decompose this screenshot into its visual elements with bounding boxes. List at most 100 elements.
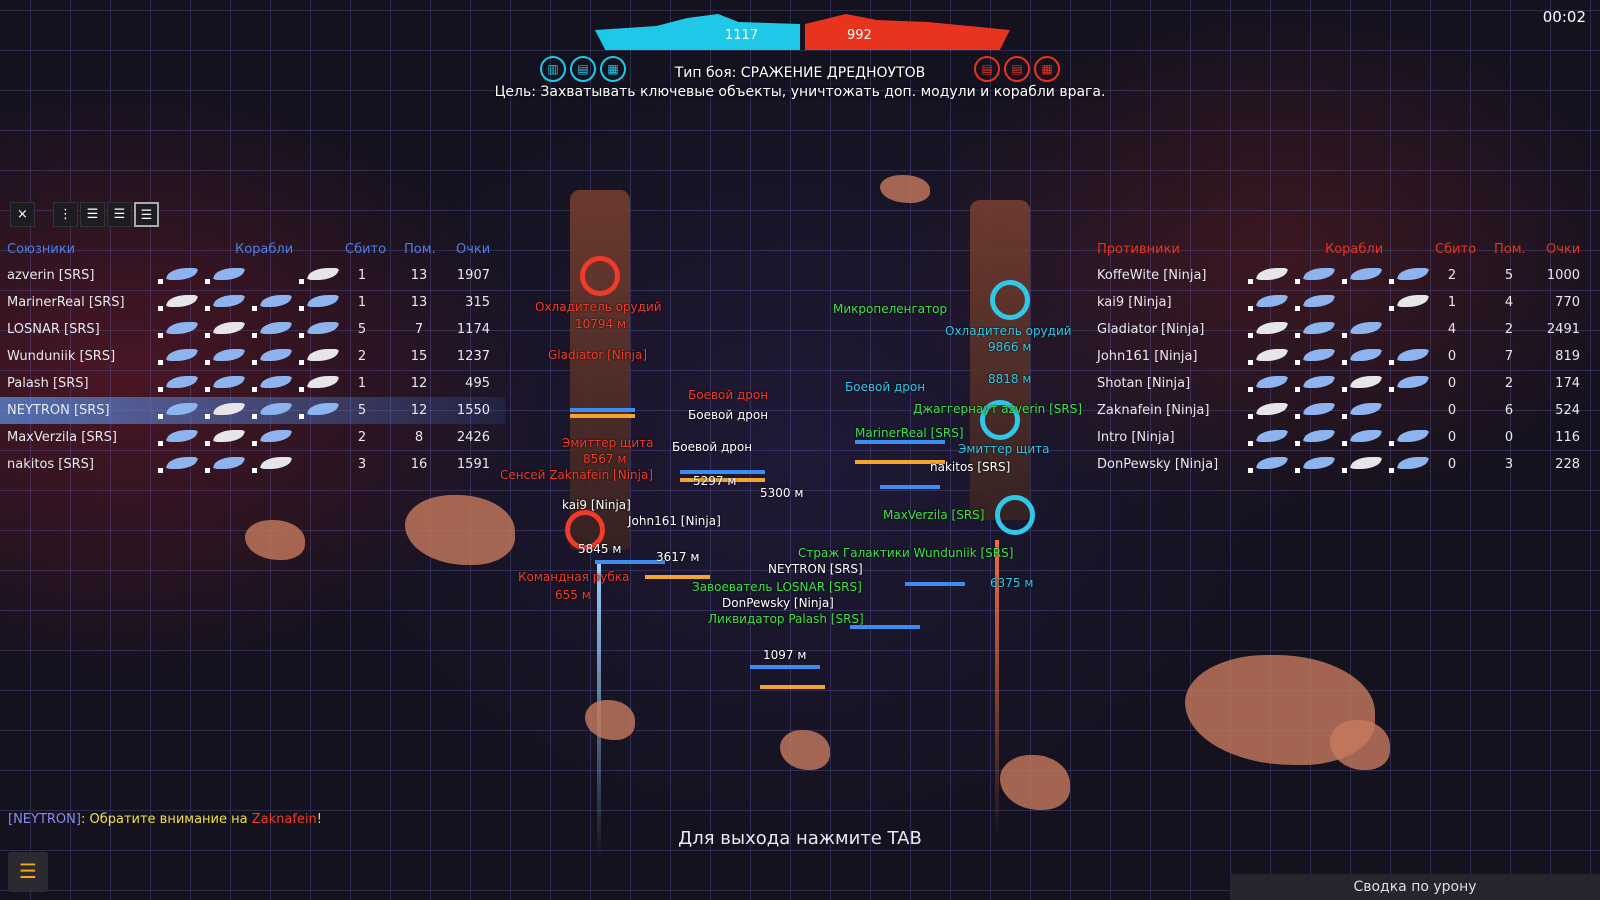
player-row[interactable]: kai9 [Ninja] 1 4 770	[1090, 289, 1595, 316]
player-row[interactable]: MaxVerzila [SRS] 2 8 2426	[0, 424, 505, 451]
ship-class-icon	[205, 468, 210, 473]
header-allies: Союзники	[7, 242, 76, 257]
map-label: 8818 м	[988, 372, 1032, 386]
player-row[interactable]: Shotan [Ninja] 0 2 174	[1090, 370, 1595, 397]
view-compact-button[interactable]: ⋮	[53, 202, 78, 227]
player-name: Wunduniik [SRS]	[7, 349, 116, 364]
player-row[interactable]: azverin [SRS] 1 13 1907	[0, 262, 505, 289]
map-label: Завоеватель LOSNAR [SRS]	[692, 580, 862, 594]
player-row[interactable]: MarinerReal [SRS] 1 13 315	[0, 289, 505, 316]
map-label: Боевой дрон	[672, 440, 753, 454]
ship-icon	[1396, 295, 1430, 307]
ship-icon	[259, 376, 293, 388]
chat-text: : Обратите внимание на	[80, 812, 252, 827]
map-label: kai9 [Ninja]	[562, 498, 631, 512]
ship-class-icon	[1248, 387, 1253, 392]
map-label: Командная рубка	[518, 570, 630, 584]
chat-sender[interactable]: [NEYTRON]	[8, 812, 81, 827]
ally-objective-marker	[995, 495, 1035, 535]
player-assists: 4	[1504, 295, 1514, 310]
map-label: Охладитель орудий	[945, 324, 1072, 338]
ship-class-icon	[1295, 306, 1300, 311]
ship-icon	[165, 376, 199, 388]
ship-class-icon	[1342, 279, 1347, 284]
ship-icon	[1302, 268, 1336, 280]
player-ships	[158, 454, 338, 476]
map-label: Боевой дрон	[688, 408, 769, 422]
player-kills: 5	[357, 403, 367, 418]
ship-icon	[165, 430, 199, 442]
ship-icon	[259, 430, 293, 442]
player-row[interactable]: NEYTRON [SRS] 5 12 1550	[0, 397, 505, 424]
chat-button[interactable]: ☰	[8, 852, 48, 892]
allies-header: Союзники Корабли Сбито Пом. Очки	[0, 236, 505, 262]
view-full-button[interactable]: ☰	[134, 202, 159, 227]
ship-icon	[306, 268, 340, 280]
player-row[interactable]: Palash [SRS] 1 12 495	[0, 370, 505, 397]
ship-class-icon	[1342, 468, 1347, 473]
ship-class-icon	[205, 387, 210, 392]
ship-icon	[165, 403, 199, 415]
battle-goal: Цель: Захватывать ключевые объекты, унич…	[494, 84, 1106, 100]
player-row[interactable]: Zaknafein [Ninja] 0 6 524	[1090, 397, 1595, 424]
close-scoreboard-button[interactable]: ×	[10, 202, 35, 227]
player-ships	[158, 373, 340, 395]
player-ships	[1248, 265, 1430, 287]
module-icon: ▥	[540, 56, 566, 82]
module-icon: ▤	[974, 56, 1000, 82]
asteroid	[780, 730, 830, 770]
player-ships	[1248, 373, 1430, 395]
player-row[interactable]: Gladiator [Ninja] 4 2 2491	[1090, 316, 1595, 343]
player-score: 1591	[456, 457, 490, 472]
player-row[interactable]: nakitos [SRS] 3 16 1591	[0, 451, 505, 478]
player-name: kai9 [Ninja]	[1097, 295, 1172, 310]
player-name: azverin [SRS]	[7, 268, 95, 283]
player-row[interactable]: Intro [Ninja] 0 0 116	[1090, 424, 1595, 451]
ship-icon	[1302, 457, 1336, 469]
ship-icon	[1302, 295, 1336, 307]
player-row[interactable]: KoffeWite [Ninja] 2 5 1000	[1090, 262, 1595, 289]
player-row[interactable]: LOSNAR [SRS] 5 7 1174	[0, 316, 505, 343]
player-assists: 2	[1504, 322, 1514, 337]
map-label: Боевой дрон	[688, 388, 769, 402]
ship-icon	[259, 403, 293, 415]
player-row[interactable]: DonPewsky [Ninja] 0 3 228	[1090, 451, 1595, 478]
ship-class-icon	[158, 306, 163, 311]
ship-class-icon	[252, 360, 257, 365]
ship-icon	[1302, 322, 1336, 334]
view-list-button[interactable]: ☰	[80, 202, 105, 227]
view-detailed-button[interactable]: ☰	[107, 202, 132, 227]
ship-icon	[165, 322, 199, 334]
asteroid	[245, 520, 305, 560]
ship-icon	[1302, 403, 1336, 415]
ship-class-icon	[1295, 387, 1300, 392]
module-icon: ▦	[1034, 56, 1060, 82]
ship-class-icon	[205, 333, 210, 338]
player-row[interactable]: Wunduniik [SRS] 2 15 1237	[0, 343, 505, 370]
map-label: Микропеленгатор	[833, 302, 948, 316]
exit-hint: Для выхода нажмите TAB	[678, 828, 922, 849]
player-score: 1174	[456, 322, 490, 337]
player-ships	[1248, 400, 1428, 422]
player-row[interactable]: John161 [Ninja] 0 7 819	[1090, 343, 1595, 370]
ship-class-icon	[205, 414, 210, 419]
ship-icon	[259, 457, 293, 469]
ship-class-icon	[1248, 414, 1253, 419]
ship-icon	[212, 322, 246, 334]
ship-class-icon	[1295, 360, 1300, 365]
damage-summary-button[interactable]: Сводка по урону	[1230, 874, 1600, 900]
ship-icon	[259, 295, 293, 307]
player-assists: 15	[410, 349, 428, 364]
ship-class-icon	[1342, 387, 1347, 392]
ship-icon	[212, 457, 246, 469]
ship-class-icon	[158, 333, 163, 338]
player-ships	[1248, 346, 1430, 368]
player-score: 228	[1555, 457, 1580, 472]
ship-icon	[1302, 430, 1336, 442]
map-label: Джаггернаут azverin [SRS]	[913, 402, 1083, 416]
ship-class-icon	[158, 360, 163, 365]
hp-bar	[750, 665, 820, 669]
ship-icon	[1396, 268, 1430, 280]
hp-bar	[680, 470, 765, 474]
ship-class-icon	[1295, 333, 1300, 338]
